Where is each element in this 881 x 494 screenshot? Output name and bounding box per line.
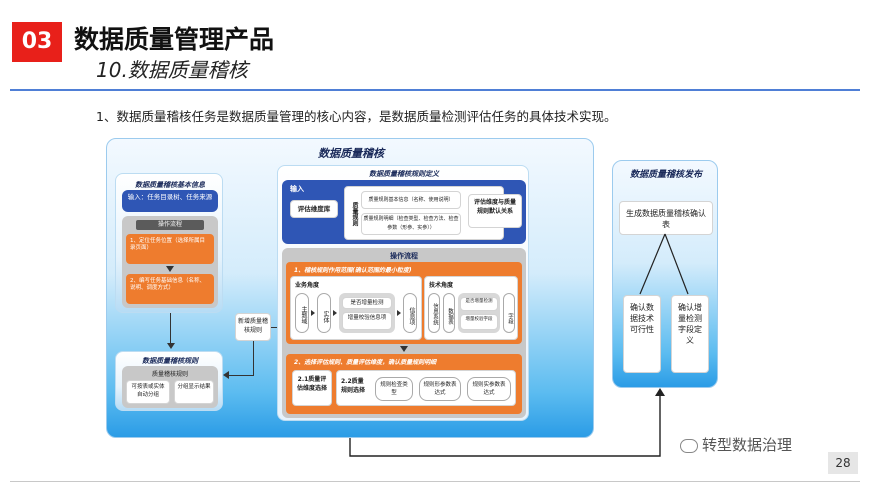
info-item: 信息项 — [403, 293, 417, 333]
confirm-feasibility: 确认数据技术可行性 — [623, 295, 661, 373]
arrow-right-icon — [397, 310, 401, 316]
definition-panel: 数据质量稽核规则定义 输入 评估维度库 质量规则 质量规则基本信息（名称、使用说… — [277, 165, 529, 421]
quality-rule-label: 质量规则 — [351, 202, 358, 226]
rule-select-label: 2.2质量规则选择 — [341, 378, 366, 394]
rule-select-group: 2.2质量规则选择 规则检查类型 规则形参数表达式 规则实参数表达式 — [336, 370, 516, 406]
arrow-right-icon — [311, 310, 315, 316]
publish-panel-title: 数据质量稽核发布 — [629, 170, 702, 180]
scope-title: 1、稽核规则作用范围(确认范围的最小粒度) — [294, 267, 412, 274]
biz-increment-detect: 是否增量检测 — [342, 297, 392, 309]
tech-increment-detect: 是否增量检测 — [460, 297, 498, 311]
publish-panel: 数据质量稽核发布 生成数据质量稽核确认表 确认数据技术可行性 确认增量检测字段定… — [612, 160, 718, 388]
audit-panel-title: 数据质量稽核 — [318, 147, 384, 160]
watermark: 转型数据治理 — [680, 434, 792, 455]
arrow-left-icon — [223, 371, 229, 379]
tech-increment-check: 增量校验字段 — [460, 314, 498, 330]
dimension-library: 评估维度库 — [290, 200, 338, 218]
rule-select-step: 2、选择评估规则、质量评估维度，确认质量规则明细 2.1质量评估维度选择 2.2… — [286, 354, 522, 414]
tech-angle: 技术角度 信息系统 数据表 是否增量检测 增量校验字段 字段 — [424, 276, 518, 340]
rules-box: 质量稽核规则 可按表或实体自动分组 分组显示结果 — [122, 366, 218, 408]
default-relation: 评估维度与质量规则默认关系 — [468, 194, 522, 228]
step1-box: 1、定位任务位置（选择所属目录页面） — [126, 234, 214, 264]
page-subtitle: 10.数据质量稽核 — [96, 58, 248, 82]
arrow-down-icon — [166, 266, 174, 272]
connector-line — [229, 375, 254, 376]
biz-increment-group: 是否增量检测 增量校验信息项 — [339, 293, 395, 333]
rule-detail: 质量规则明细（检查类型、检查方法、检查参数（形参、实参）） — [361, 213, 461, 235]
generate-confirm-table: 生成数据质量稽核确认表 — [619, 201, 713, 235]
arrow-down-icon — [167, 343, 175, 349]
rule-basic-info: 质量规则基本信息（名称、使用说明） — [361, 191, 461, 209]
confirm-feasibility-text: 确认数据技术可行性 — [630, 303, 654, 334]
connector-line — [349, 394, 661, 457]
step2-box: 2、编写任务基础信息（名称、说明、调度方式） — [126, 274, 214, 304]
entity: 实体 — [317, 293, 331, 333]
rules-card: 数据质量稽核规则 质量稽核规则 可按表或实体自动分组 分组显示结果 — [115, 351, 223, 411]
input-label: 输入 — [290, 185, 304, 193]
watermark-text: 转型数据治理 — [702, 436, 793, 454]
step2-text: 2、编写任务基础信息（名称、说明、调度方式） — [130, 278, 206, 291]
input-box: 输入：任务目录树、任务来源 — [122, 190, 218, 212]
connector-line — [271, 327, 277, 328]
group-option-2: 分组显示结果 — [174, 380, 214, 404]
confirm-fields-text: 确认增量检测字段定义 — [678, 303, 702, 345]
arrow-up-icon — [655, 388, 665, 396]
business-title: 业务角度 — [295, 282, 320, 289]
flow-box: 操作流程 1、定位任务位置（选择所属目录页面） 2、编写任务基础信息（名称、说明… — [122, 216, 218, 308]
connector-line — [639, 233, 666, 295]
rule-select-title: 2、选择评估规则、质量评估维度，确认质量规则明细 — [294, 359, 437, 366]
subject-domain: 主题域 — [295, 293, 309, 333]
arrow-down-icon — [400, 346, 408, 352]
wechat-icon — [680, 438, 698, 453]
page-title: 数据质量管理产品 — [74, 25, 275, 54]
section-badge: 03 — [12, 22, 62, 62]
operation-box: 操作流程 1、稽核规则作用范围(确认范围的最小粒度) 业务角度 主题域 实体 是… — [282, 248, 526, 418]
field: 字段 — [503, 293, 515, 333]
audit-panel: 数据质量稽核 数据质量稽核基本信息 输入：任务目录树、任务来源 操作流程 1、定… — [106, 138, 594, 438]
connector-line — [170, 313, 171, 345]
rules-title: 数据质量稽核规则 — [142, 357, 198, 365]
flow-header: 操作流程 — [136, 220, 204, 230]
scope-step: 1、稽核规则作用范围(确认范围的最小粒度) 业务角度 主题域 实体 是否增量检测… — [286, 262, 522, 344]
input-text: 输入：任务目录树、任务来源 — [127, 193, 213, 201]
rule-label: 质量稽核规则 — [151, 371, 188, 378]
connector-line — [253, 341, 254, 375]
biz-increment-check: 增量校验信息项 — [342, 312, 392, 330]
formal-params: 规则形参数表达式 — [419, 377, 461, 401]
definition-title: 数据质量稽核规则定义 — [369, 170, 439, 178]
definition-box: 输入 评估维度库 质量规则 质量规则基本信息（名称、使用说明） 质量规则明细（检… — [282, 180, 526, 244]
step1-text: 1、定位任务位置（选择所属目录页面） — [130, 238, 206, 251]
actual-params: 规则实参数表达式 — [467, 377, 511, 401]
new-rule-box: 新增质量稽核规则 — [235, 313, 271, 341]
confirm-fields: 确认增量检测字段定义 — [671, 295, 709, 373]
page-number: 28 — [828, 452, 858, 474]
intro-text: 1、数据质量稽核任务是数据质量管理的核心内容，是数据质量检测评估任务的具体技术实… — [96, 109, 617, 124]
group-option-1: 可按表或实体自动分组 — [126, 380, 170, 404]
data-table: 数据表 — [443, 293, 455, 333]
basic-info-title: 数据质量稽核基本信息 — [135, 181, 205, 189]
tech-increment-group: 是否增量检测 增量校验字段 — [458, 293, 500, 333]
operation-title: 操作流程 — [390, 252, 418, 260]
check-type: 规则检查类型 — [375, 377, 413, 401]
basic-info-card: 数据质量稽核基本信息 输入：任务目录树、任务来源 操作流程 1、定位任务位置（选… — [115, 173, 223, 313]
business-angle: 业务角度 主题域 实体 是否增量检测 增量校验信息项 信息项 — [290, 276, 422, 340]
info-system: 信息系统 — [428, 293, 440, 333]
tech-title: 技术角度 — [429, 282, 454, 289]
dimension-select: 2.1质量评估维度选择 — [292, 370, 332, 406]
arrow-right-icon — [333, 310, 337, 316]
header-divider — [10, 89, 860, 91]
footer-divider — [10, 481, 860, 482]
connector-line — [664, 233, 689, 295]
